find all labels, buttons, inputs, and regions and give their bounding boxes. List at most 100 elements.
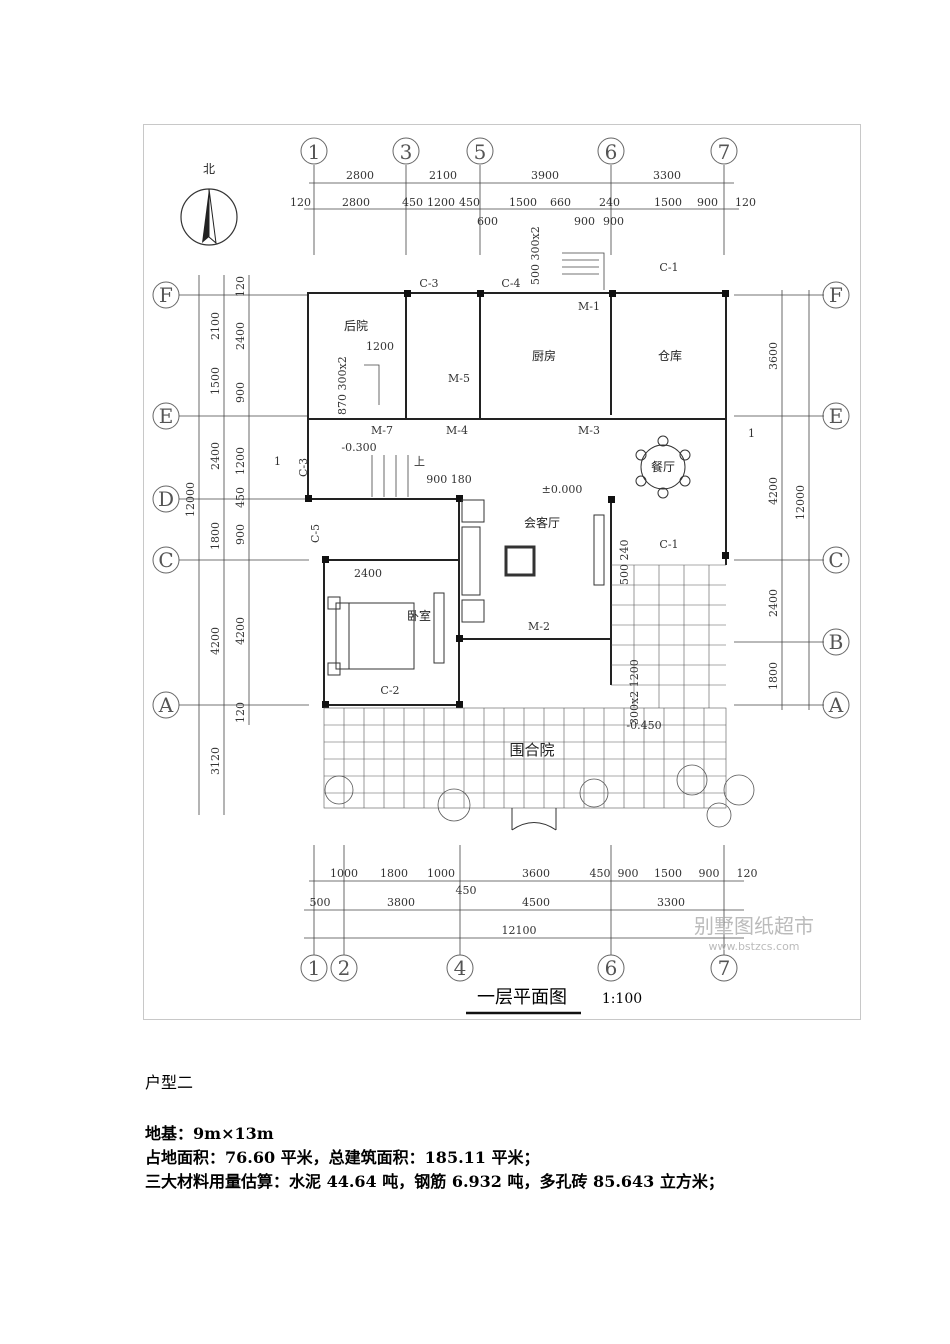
room-bedroom: 卧室 bbox=[407, 608, 431, 623]
floor-plan-svg: 北 1 3 5 6 7 2800 2100 3900 3300 120 2800… bbox=[152, 137, 850, 1015]
north-label: 北 bbox=[203, 162, 215, 176]
left-dim-labels: 2100 1500 2400 1800 4200 3120 12000 120 … bbox=[184, 276, 247, 775]
left-inner-3: 1200 bbox=[234, 447, 247, 475]
courtyard-gate bbox=[511, 808, 557, 831]
shrub-icons bbox=[324, 764, 755, 828]
left-inner-6: 4200 bbox=[234, 617, 247, 645]
courtyard-paving bbox=[323, 564, 727, 809]
top-dim2-8: 1500 bbox=[654, 196, 682, 209]
bottom-dim2-2: 450 bbox=[456, 884, 477, 897]
bottom-dim-8: 120 bbox=[737, 867, 758, 880]
floor-plan-drawing: 北 1 3 5 6 7 2800 2100 3900 3300 120 2800… bbox=[143, 124, 861, 1020]
dim-2400-bedroom: 2400 bbox=[354, 567, 382, 580]
label-m4: M-4 bbox=[446, 424, 468, 437]
left-dim-1500: 1500 bbox=[209, 367, 222, 395]
bottom-dim-6: 1500 bbox=[654, 867, 682, 880]
label-m2: M-2 bbox=[528, 620, 550, 633]
label-c3-left: C-3 bbox=[297, 458, 310, 477]
bottom-dim-3: 3600 bbox=[522, 867, 550, 880]
top-dim-3300: 3300 bbox=[653, 169, 681, 182]
structural-columns bbox=[305, 290, 729, 708]
bottom-dim-1: 1800 bbox=[380, 867, 408, 880]
axis-top-6: 6 bbox=[605, 140, 618, 164]
dim-900-180: 900 180 bbox=[426, 473, 472, 486]
room-storage: 仓库 bbox=[658, 348, 682, 363]
left-inner-4: 450 bbox=[234, 487, 247, 508]
elevation-neg300: -0.300 bbox=[341, 441, 376, 454]
top-axis-markers bbox=[300, 137, 738, 165]
top-dim2-3: 1200 bbox=[427, 196, 455, 209]
axis-right-C: C bbox=[828, 548, 843, 572]
watermark-url: www.bstzcs.com bbox=[708, 940, 799, 953]
bottom-dimension-lines bbox=[304, 845, 744, 955]
label-m1: M-1 bbox=[578, 300, 600, 313]
top-dim-2100: 2100 bbox=[429, 169, 457, 182]
axis-right-E: E bbox=[829, 404, 844, 428]
stair-up-label: 上 bbox=[414, 455, 425, 468]
bottom-dim-4: 450 bbox=[590, 867, 611, 880]
bottom-total: 12100 bbox=[502, 924, 537, 937]
axis-top-1: 1 bbox=[308, 140, 321, 164]
label-c2: C-2 bbox=[380, 684, 399, 697]
bottom-dim2-3: 4500 bbox=[522, 896, 550, 909]
bottom-dim2-0: 500 bbox=[310, 896, 331, 909]
axis-bottom-4: 4 bbox=[454, 956, 467, 980]
watermark-logo: 别墅图纸超市 bbox=[694, 914, 814, 938]
section-mark-left: 1 bbox=[274, 455, 281, 468]
dim-870-300x2: 870 300x2 bbox=[336, 356, 349, 415]
stairs bbox=[364, 252, 605, 497]
right-dim-1800: 1800 bbox=[767, 662, 780, 690]
left-inner-2: 900 bbox=[234, 382, 247, 403]
axis-bottom-1: 1 bbox=[308, 956, 321, 980]
top-dim2-1: 2800 bbox=[342, 196, 370, 209]
dim-300x2-1200: 300x2 1200 bbox=[628, 659, 641, 725]
room-kitchen: 厨房 bbox=[532, 348, 556, 363]
axis-left-D: D bbox=[158, 487, 174, 511]
axis-top-7: 7 bbox=[718, 140, 731, 164]
right-dim-3600: 3600 bbox=[767, 342, 780, 370]
material-estimate: 三大材料用量估算：水泥 44.64 吨，钢筋 6.932 吨，多孔砖 85.64… bbox=[145, 1172, 724, 1191]
room-courtyard: 围合院 bbox=[509, 741, 554, 759]
left-dim-2400: 2400 bbox=[209, 442, 222, 470]
axis-right-B: B bbox=[829, 630, 844, 654]
axis-right-A: A bbox=[828, 693, 844, 717]
left-inner-0: 120 bbox=[234, 276, 247, 297]
building-walls bbox=[307, 292, 727, 706]
label-c1-mid: C-1 bbox=[659, 538, 678, 551]
axis-top-5: 5 bbox=[474, 140, 487, 164]
bottom-dim-5: 900 bbox=[618, 867, 639, 880]
north-arrow-icon: 北 bbox=[180, 162, 238, 246]
elevation-0: ±0.000 bbox=[542, 483, 583, 496]
right-dim-2400: 2400 bbox=[767, 589, 780, 617]
axis-right-F: F bbox=[829, 283, 843, 307]
top-dim2-0: 120 bbox=[290, 196, 311, 209]
label-c3-top: C-3 bbox=[419, 277, 438, 290]
house-type-title: 户型二 bbox=[145, 1073, 194, 1092]
elevation-neg450: -0.450 bbox=[626, 719, 661, 732]
section-mark-right: 1 bbox=[748, 427, 755, 440]
right-dimension-lines bbox=[734, 290, 824, 710]
left-dimension-lines bbox=[179, 275, 309, 815]
left-dim-2100: 2100 bbox=[209, 312, 222, 340]
drawing-title: 一层平面图 bbox=[477, 987, 567, 1008]
right-dim-total: 12000 bbox=[794, 485, 807, 520]
sofa-set-icon bbox=[461, 499, 536, 623]
label-m7: M-7 bbox=[371, 424, 393, 437]
dim-1200-backyard: 1200 bbox=[366, 340, 394, 353]
axis-bottom-7: 7 bbox=[718, 956, 731, 980]
right-dim-4200: 4200 bbox=[767, 477, 780, 505]
top-dim2-2: 450 bbox=[402, 196, 423, 209]
axis-bottom-6: 6 bbox=[605, 956, 618, 980]
bottom-axis-markers bbox=[300, 954, 738, 982]
label-m3: M-3 bbox=[578, 424, 600, 437]
top-dim-2800: 2800 bbox=[346, 169, 374, 182]
top-dim3-1: 900 bbox=[574, 215, 595, 228]
dim-500-240: 500 240 bbox=[618, 540, 631, 586]
label-c4: C-4 bbox=[501, 277, 520, 290]
bed-icon bbox=[327, 596, 415, 676]
axis-bottom-2: 2 bbox=[338, 956, 351, 980]
drawing-scale: 1:100 bbox=[602, 991, 642, 1007]
bottom-dim-7: 900 bbox=[699, 867, 720, 880]
left-inner-5: 900 bbox=[234, 524, 247, 545]
label-c1-top: C-1 bbox=[659, 261, 678, 274]
